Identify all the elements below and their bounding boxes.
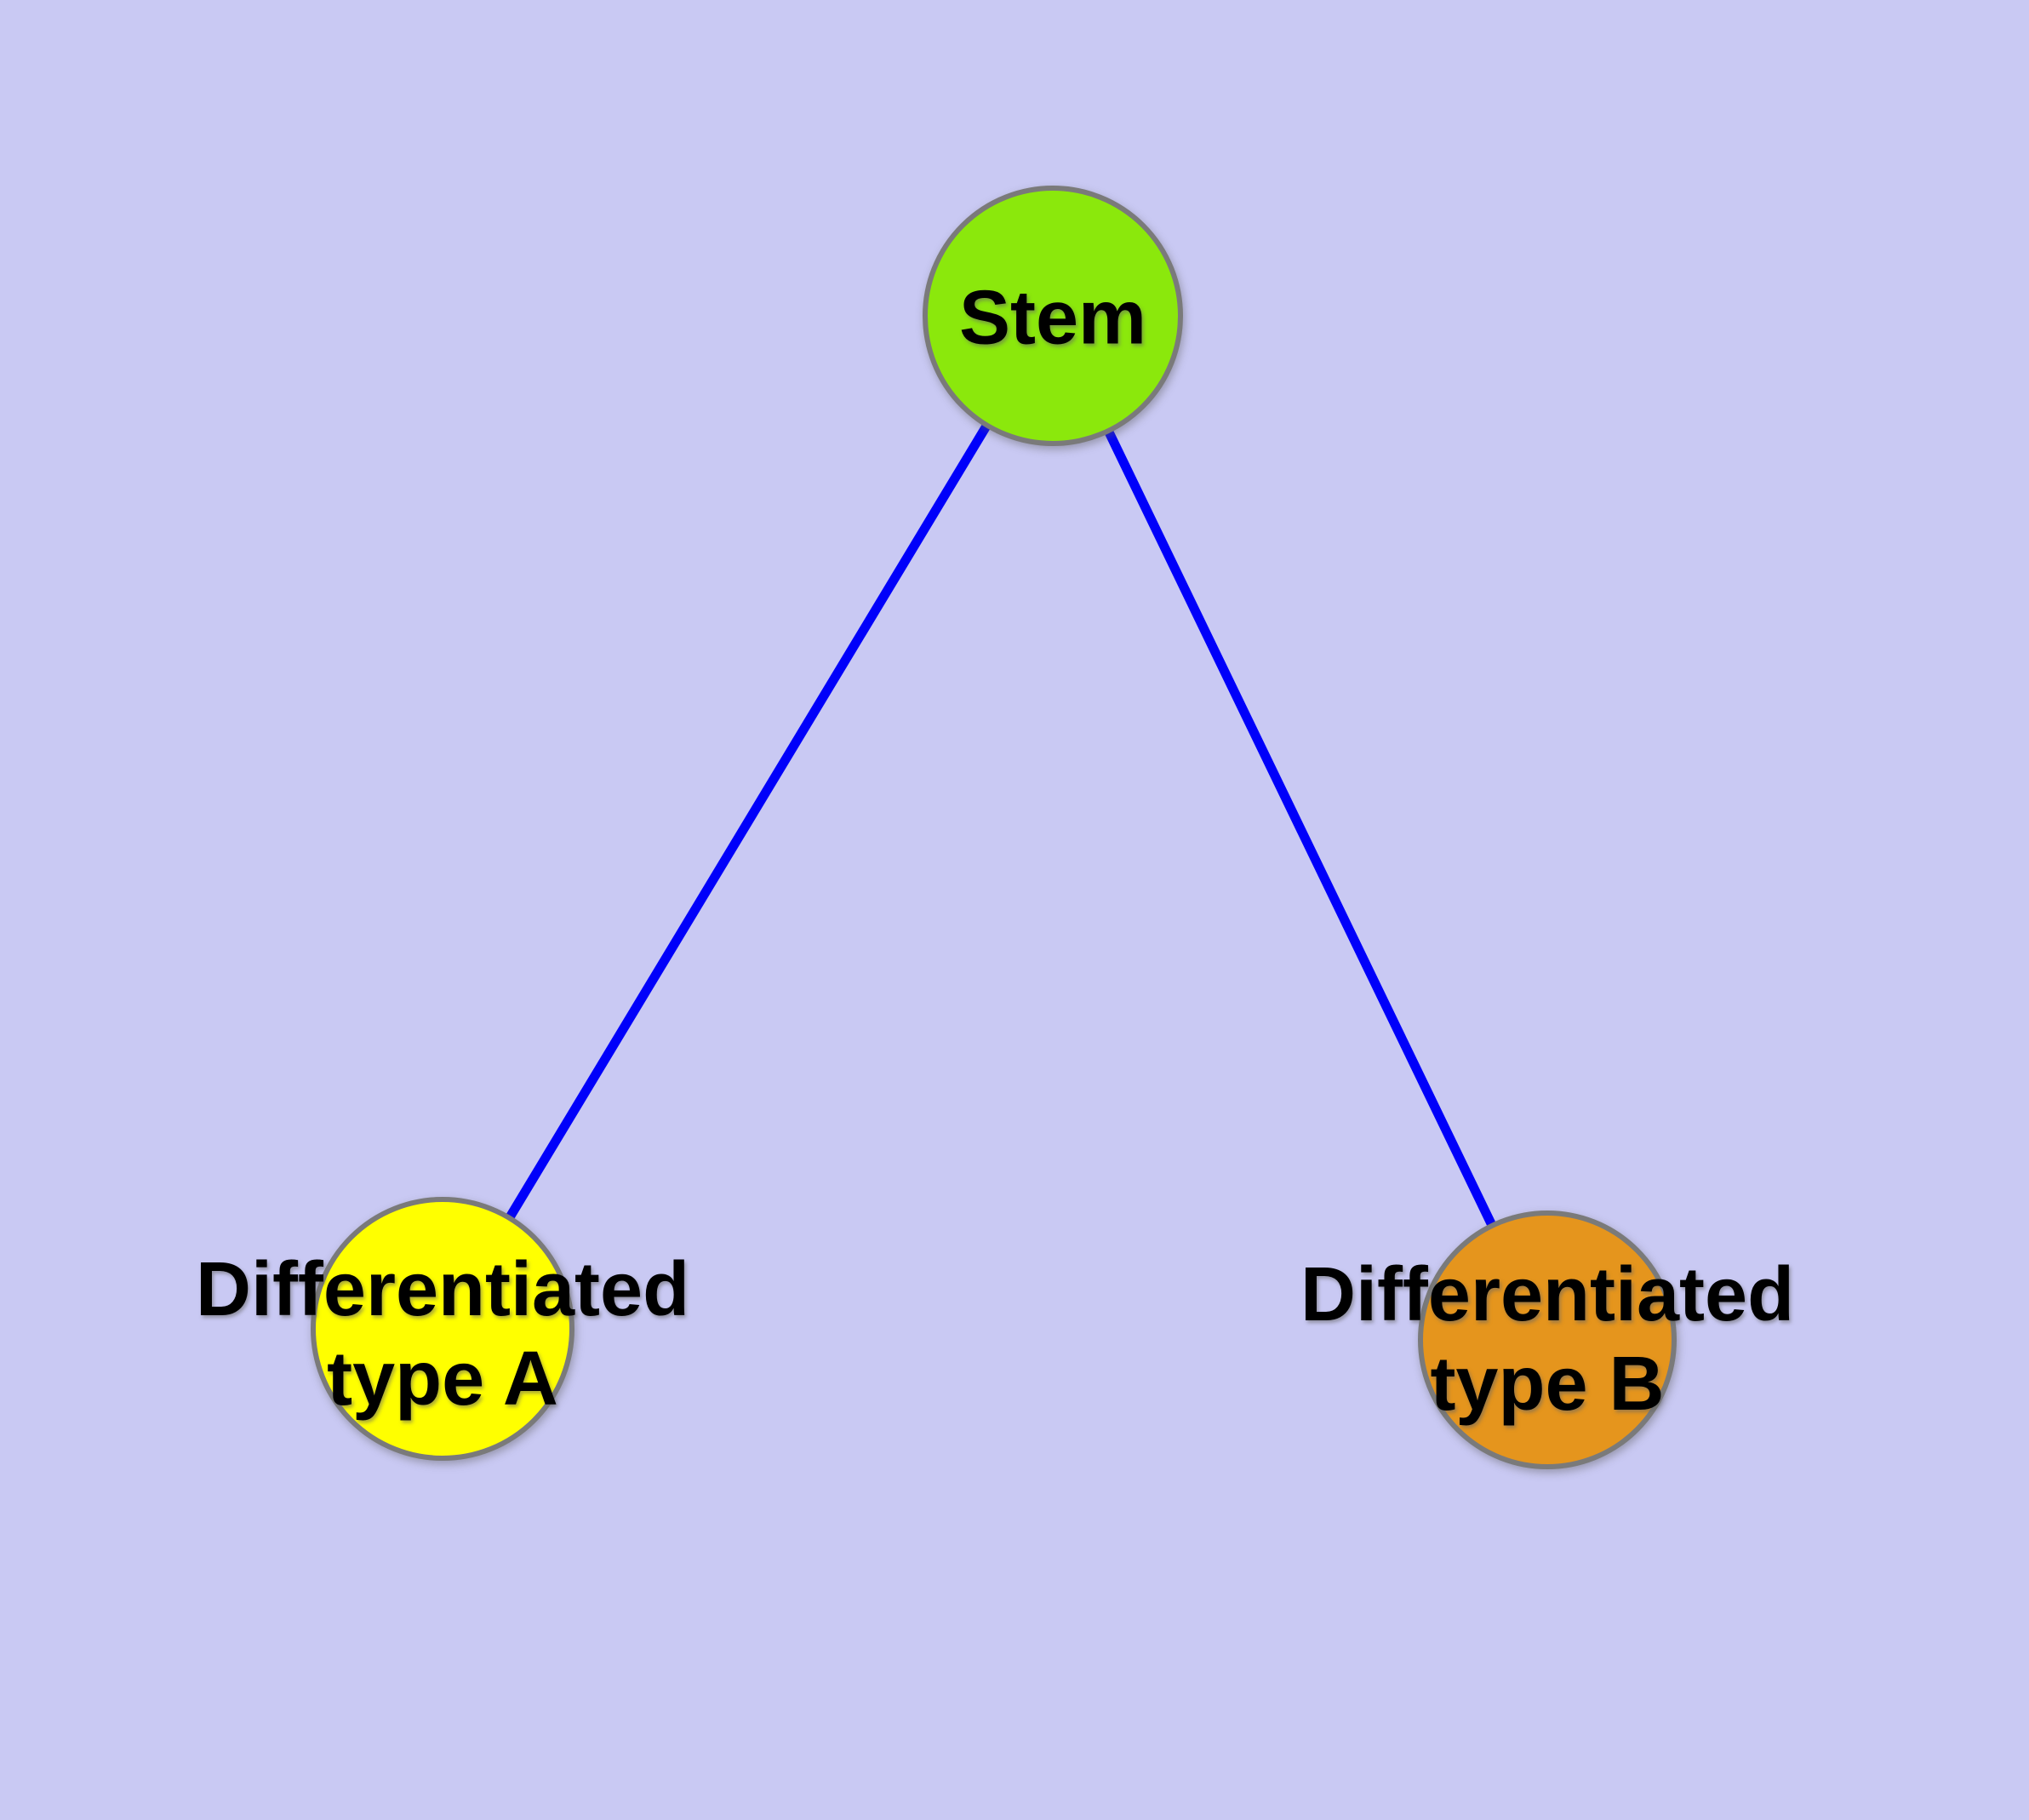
node-stem[interactable]	[923, 186, 1183, 446]
edge-stem-to-type-a	[438, 313, 1057, 1331]
node-differentiated-type-b[interactable]	[1418, 1210, 1677, 1469]
edge-stem-to-type-b	[1049, 313, 1552, 1342]
node-differentiated-type-a[interactable]	[311, 1197, 574, 1461]
